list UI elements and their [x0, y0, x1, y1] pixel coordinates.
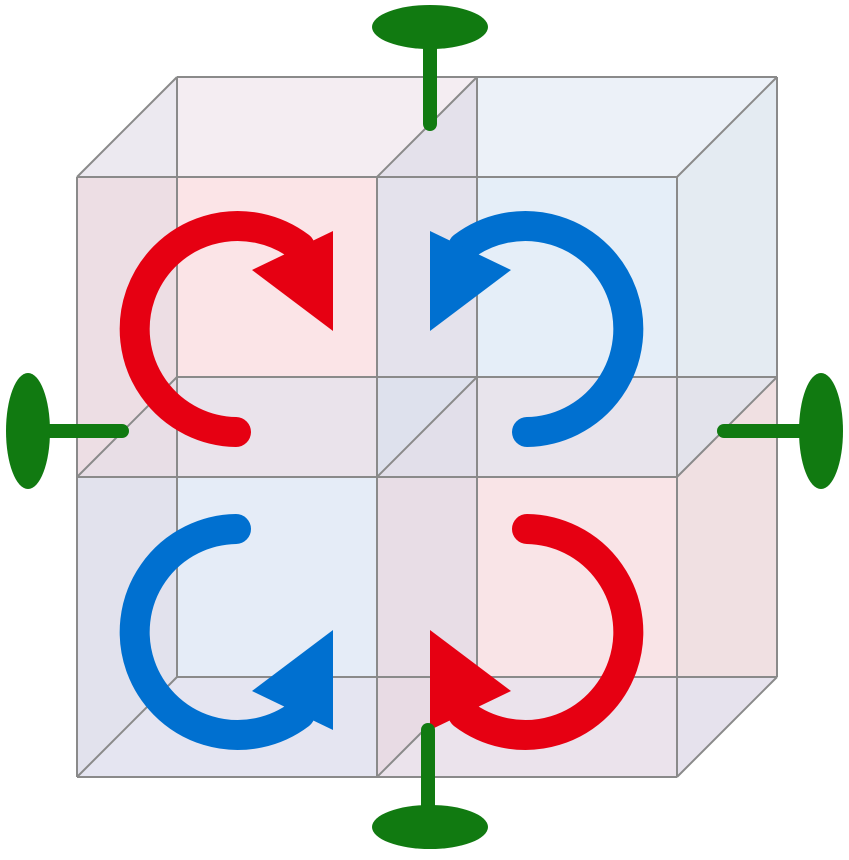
pin-right	[717, 373, 843, 489]
rotation-arrow-top-right	[430, 211, 644, 447]
rotation-arrow-bottom-left	[119, 514, 333, 750]
rotation-arrow-bottom-right	[430, 514, 644, 750]
rotation-arrow-top-left	[119, 211, 333, 447]
pin-bottom	[372, 723, 488, 849]
pin-left	[6, 373, 129, 489]
pin-top	[372, 5, 488, 131]
